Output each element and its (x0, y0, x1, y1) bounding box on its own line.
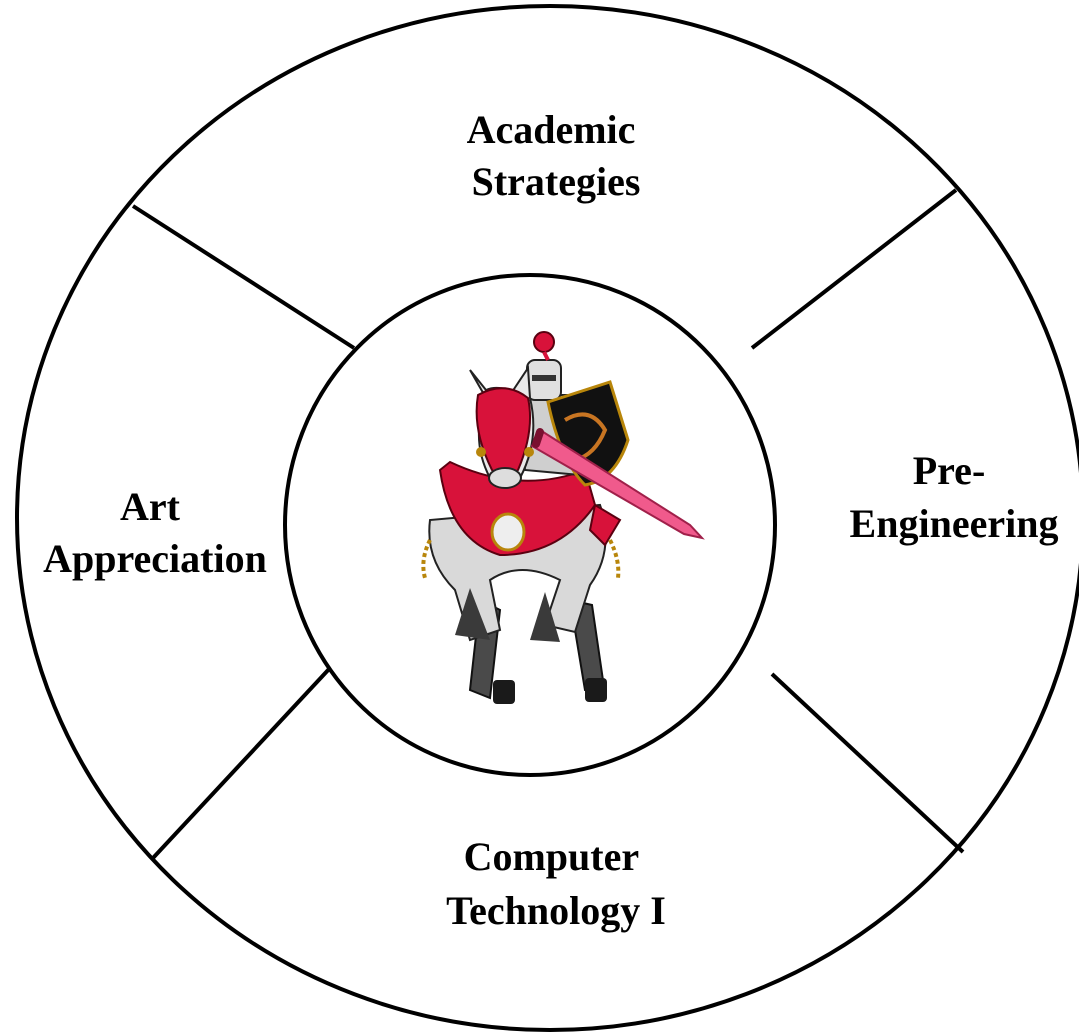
knight-mascot-image (421, 331, 705, 704)
divider-bottom-left (151, 666, 332, 860)
segment-label-top: Academic Strategies (467, 107, 646, 204)
segment-label-left: Art Appreciation (43, 484, 267, 581)
segment-label-bottom-line2: Technology I (446, 888, 666, 933)
divider-top-left (131, 204, 356, 350)
segment-label-top-line2: Strategies (472, 159, 641, 204)
segment-label-bottom: Computer Technology I (446, 834, 666, 933)
segment-label-left-line1: Art (120, 484, 181, 529)
segment-label-right-line1: Pre- (913, 448, 986, 493)
segment-label-right-line2: Engineering (850, 501, 1059, 546)
segment-label-right: Pre- Engineering (850, 448, 1059, 546)
segment-label-left-line2: Appreciation (43, 536, 267, 581)
segment-label-bottom-line1: Computer (464, 834, 639, 879)
divider-bottom-right (770, 672, 965, 854)
divider-top-right (750, 188, 958, 350)
segment-label-top-line1: Academic (467, 107, 636, 152)
